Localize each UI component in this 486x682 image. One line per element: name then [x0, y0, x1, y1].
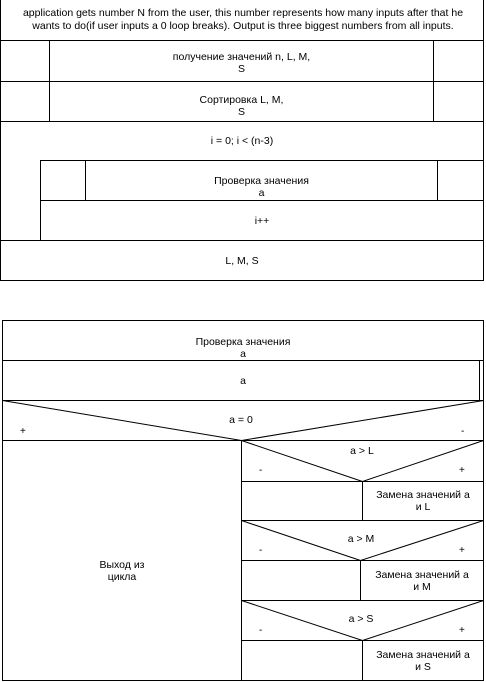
description-block: application gets number N from the user,… [0, 0, 484, 41]
left-bar [49, 41, 50, 81]
decision-zero-true-sign: + [20, 426, 26, 437]
left-bar [49, 82, 50, 121]
check-title-text: Проверка значения а [195, 335, 291, 360]
right-bar [433, 82, 434, 121]
check-call-text: Проверка значения a [214, 174, 309, 199]
left-bar [85, 161, 86, 200]
decision-zero-false-sign: - [461, 426, 465, 437]
output-text: L, M, S [225, 254, 259, 267]
description-text: application gets number N from the user,… [22, 7, 464, 32]
check-m-action: Замена значений а и M [375, 568, 469, 593]
output-block: L, M, S [0, 240, 484, 281]
increment-text: i++ [254, 214, 270, 227]
check-m-false-sign: - [259, 545, 263, 556]
structogram-main: application gets number N from the user,… [0, 0, 486, 282]
sort-step-text: Сортировка L, M, S [199, 94, 284, 118]
loop-header-text: i = 0; i < (n-3) [210, 135, 274, 147]
input-a-text: а [240, 374, 246, 387]
check-s-false-sign: - [259, 625, 263, 636]
right-bar [479, 361, 480, 400]
check-s-action: Замена значений а и S [376, 649, 470, 673]
check-l-true-sign: + [459, 465, 465, 476]
input-step-text: получение значений n, L, M, S [172, 51, 311, 75]
check-m-true-sign: + [459, 545, 465, 556]
check-s-condition: a > S [348, 613, 374, 625]
check-title-block: Проверка значения а [2, 320, 484, 361]
right-bar [437, 161, 438, 200]
check-s-true-sign: + [459, 625, 465, 636]
check-l-false-sign: - [259, 465, 263, 476]
decision-zero-block [2, 400, 484, 681]
decision-zero-label: а = 0 [229, 414, 253, 426]
increment-block: i++ [40, 200, 484, 241]
check-m-condition: a > M [347, 533, 375, 545]
exit-loop-text: Выход из цикла [99, 559, 145, 583]
check-l-action: Замена значений а и L [376, 489, 470, 513]
check-call-block: Проверка значения a [40, 160, 484, 201]
right-bar [433, 41, 434, 81]
check-l-condition: a > L [350, 445, 374, 457]
loop-block: i = 0; i < (n-3) Проверка значения a i++ [0, 121, 484, 241]
